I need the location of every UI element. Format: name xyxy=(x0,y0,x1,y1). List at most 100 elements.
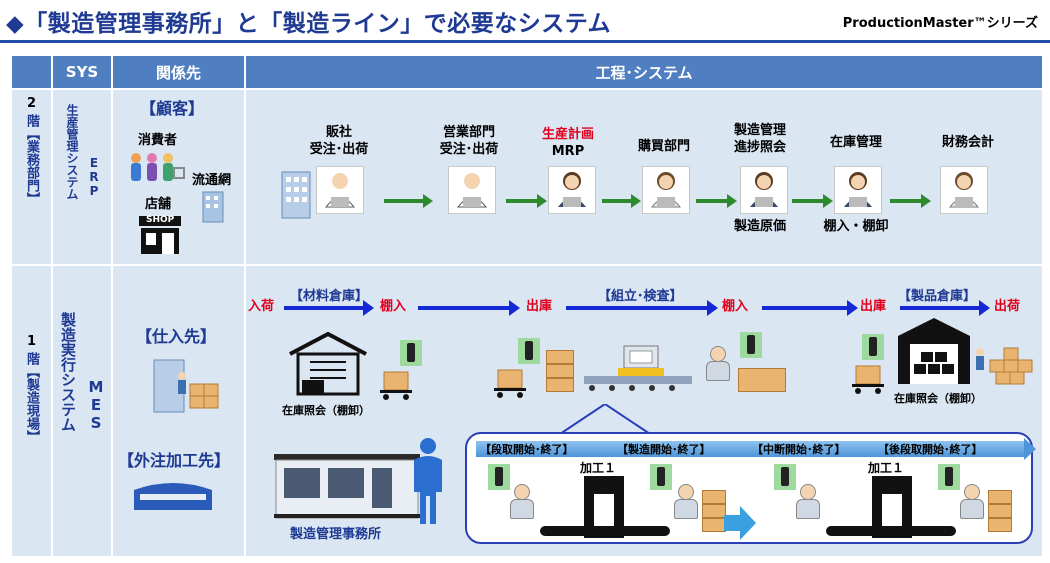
phase-interrupt: 【中断開始･終了】 xyxy=(752,443,846,456)
arrow-plan-to-purchase xyxy=(602,194,641,208)
machine1-label: 加工１ xyxy=(580,461,617,475)
store-label: 店舗 xyxy=(145,197,172,212)
step-shelving-label: 棚入・棚卸 xyxy=(823,219,889,234)
worker-icon xyxy=(794,484,822,520)
head-office-building-icon xyxy=(276,168,316,220)
step-mfg-cost-label: 製造原価 xyxy=(733,219,786,234)
box-icon xyxy=(702,490,726,504)
arrow-to-out2 xyxy=(762,300,858,316)
worker-icon xyxy=(958,484,986,520)
cart-icon xyxy=(850,358,886,396)
floor2-system-code: ERP xyxy=(87,156,101,198)
arrow-purchase-to-mfg xyxy=(696,194,737,208)
arrow-to-ship xyxy=(900,300,990,316)
header-process: 工程･システム xyxy=(246,56,1042,88)
material-warehouse-icon xyxy=(286,330,370,398)
supplier-title: 【仕入先】 xyxy=(136,327,217,346)
floor1-system-code: MES xyxy=(87,378,105,432)
flow-issue2: 出庫 xyxy=(860,299,887,314)
floor1-label: 階【製造現場】 xyxy=(24,352,39,443)
production-plan-person-icon xyxy=(548,166,596,214)
flow-receive: 入荷 xyxy=(248,299,275,314)
shipping-boxes-icon xyxy=(974,346,1036,386)
scanner-icon xyxy=(488,464,510,490)
next-arrow-icon xyxy=(724,506,756,540)
phase-production: 【製造開始･終了】 xyxy=(617,443,711,456)
box-icon xyxy=(702,518,726,532)
flow-product-warehouse: 【製品倉庫】 xyxy=(898,289,977,304)
flow-ship: 出荷 xyxy=(994,299,1021,314)
step-sales-dept-label: 営業部門受注･出荷 xyxy=(439,125,499,157)
floor1-number: 1 xyxy=(27,334,37,349)
box-icon xyxy=(546,378,574,392)
phase-setup: 【段取開始･終了】 xyxy=(480,443,574,456)
scanner-icon xyxy=(938,464,960,490)
conveyor-belt xyxy=(540,526,670,536)
office-worker-icon xyxy=(408,436,448,526)
floor2-label: 階【業務部門】 xyxy=(24,114,39,205)
purchasing-person-icon xyxy=(642,166,690,214)
brand-label: ProductionMaster™シリーズ xyxy=(842,16,1038,31)
worker-icon xyxy=(672,484,700,520)
step-finance-label: 財務会計 xyxy=(941,135,994,150)
scanner-icon xyxy=(862,334,884,360)
box-icon xyxy=(988,490,1012,504)
outsource-factory-icon xyxy=(130,476,216,512)
mfg-control-person-icon xyxy=(740,166,788,214)
flow-shelve2: 棚入 xyxy=(722,299,749,314)
box-icon xyxy=(546,364,574,378)
floor1-system-name: 製造実行システム xyxy=(59,312,77,432)
consumers-icon xyxy=(126,152,186,188)
scanner-icon xyxy=(740,332,762,358)
inventory-inquiry-right: 在庫照会（棚卸） xyxy=(894,392,982,405)
step-purchasing-label: 購買部門 xyxy=(637,139,690,154)
supplier-warehouse-icon xyxy=(150,356,226,416)
box-icon xyxy=(988,504,1012,518)
distribution-building-icon xyxy=(200,190,226,224)
shop-sign: SHOP xyxy=(146,215,175,225)
customer-title: 【顧客】 xyxy=(140,99,205,118)
shop-icon: SHOP xyxy=(137,214,183,256)
phase-post-setup: 【後段取開始･終了】 xyxy=(878,443,983,456)
floor2-label-cell xyxy=(12,90,51,264)
header-corner xyxy=(12,56,51,88)
arrow-mfg-to-inventory xyxy=(792,194,833,208)
worker-icon xyxy=(508,484,536,520)
office-label: 製造管理事務所 xyxy=(290,527,382,542)
flow-shelve1: 棚入 xyxy=(380,299,407,314)
step-sales-company-label: 販社受注･出荷 xyxy=(309,125,369,157)
distribution-label: 流通網 xyxy=(192,173,232,188)
consumer-label: 消費者 xyxy=(138,133,178,148)
scanner-icon xyxy=(518,338,540,364)
arrow-to-shelve2 xyxy=(566,300,718,316)
manufacturing-office-icon xyxy=(272,452,422,520)
step-mfg-control-label: 製造管理進捗照会 xyxy=(733,123,786,155)
arrow-inventory-to-finance xyxy=(890,194,931,208)
scanner-icon xyxy=(400,340,422,366)
flow-assembly: 【組立･検査】 xyxy=(598,289,683,304)
finance-person-icon xyxy=(940,166,988,214)
floor1-sys-cell xyxy=(53,266,111,556)
machine2-label: 加工１ xyxy=(868,461,905,475)
shipping-box-icon xyxy=(738,368,786,392)
conveyor-belt xyxy=(826,526,956,536)
cart-icon xyxy=(378,364,414,402)
page-title: ◆「製造管理事務所」と「製造ライン」で必要なシステム xyxy=(6,11,611,37)
box-icon xyxy=(546,350,574,364)
sales-dept-person-icon xyxy=(448,166,496,214)
arrow-dept-to-plan xyxy=(506,194,547,208)
outsource-title: 【外注加工先】 xyxy=(118,451,231,470)
scanner-icon xyxy=(650,464,672,490)
header-sys: SYS xyxy=(53,56,111,88)
box-icon xyxy=(988,518,1012,532)
inventory-inquiry-left: 在庫照会（棚卸） xyxy=(282,404,370,417)
scanner-icon xyxy=(774,464,796,490)
flow-issue1: 出庫 xyxy=(526,299,553,314)
cart-icon xyxy=(492,362,528,400)
floor2-system-name: 生産管理システム xyxy=(65,104,79,200)
inventory-person-icon xyxy=(834,166,882,214)
arrow-to-out1 xyxy=(418,300,520,316)
callout-pointer xyxy=(559,402,651,435)
product-warehouse-icon xyxy=(894,314,974,386)
